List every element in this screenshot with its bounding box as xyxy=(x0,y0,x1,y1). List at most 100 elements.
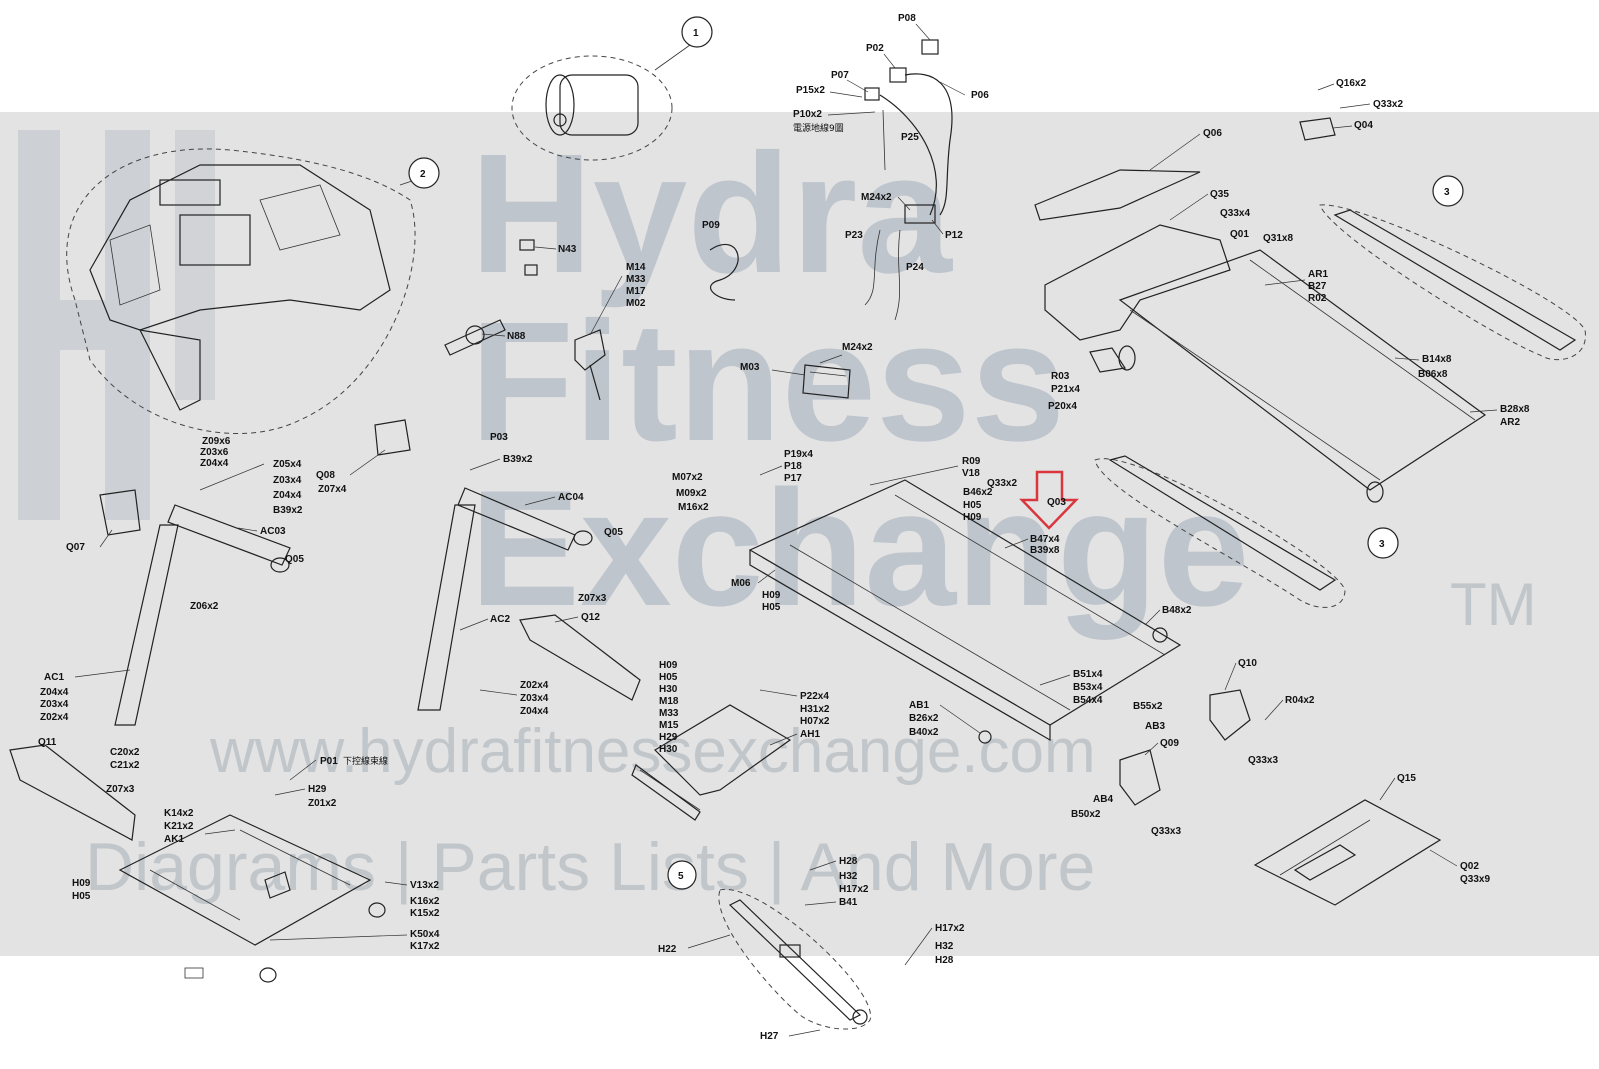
label-Q05-left: Q05 xyxy=(285,554,304,565)
side-rail-bottom xyxy=(1094,455,1346,608)
highlight-arrow xyxy=(1019,470,1079,530)
label-K50x4: K50x4 xyxy=(410,929,440,940)
label-Q10: Q10 xyxy=(1238,658,1257,669)
label-ground-note: 電源地線9圖 xyxy=(793,122,844,134)
label-H09-l: H09 xyxy=(72,878,91,889)
label-H30-b: H30 xyxy=(659,744,678,755)
label-Q31x8: Q31x8 xyxy=(1263,233,1293,244)
label-H28-b: H28 xyxy=(935,955,954,966)
label-B51x4: B51x4 xyxy=(1073,669,1103,680)
label-P03: P03 xyxy=(490,432,508,443)
watermark-logo xyxy=(18,130,215,520)
watermark-band xyxy=(0,112,1599,956)
motor-hood xyxy=(1034,169,1231,341)
label-H30-a: H30 xyxy=(659,684,678,695)
label-Z06x2: Z06x2 xyxy=(190,601,219,612)
label-AC03: AC03 xyxy=(260,526,286,537)
label-M02: M02 xyxy=(626,298,646,309)
label-Z04x4-l: Z04x4 xyxy=(40,687,69,698)
label-AK1: AK1 xyxy=(164,834,184,845)
label-P07: P07 xyxy=(831,70,849,81)
label-Q33x2-top: Q33x2 xyxy=(1373,99,1403,110)
label-P15x2: P15x2 xyxy=(796,85,825,96)
label-Q11: Q11 xyxy=(38,737,57,748)
label-Q02: Q02 xyxy=(1460,861,1479,872)
label-H09-c: H09 xyxy=(659,660,678,671)
svg-text:3: 3 xyxy=(1444,187,1450,198)
controller-board xyxy=(802,364,851,399)
label-H05-l: H05 xyxy=(72,891,91,902)
label-M15: M15 xyxy=(659,720,679,731)
label-H05-c: H05 xyxy=(659,672,678,683)
label-B46x2: B46x2 xyxy=(963,487,993,498)
label-P01-note: 下控線束線 xyxy=(343,755,388,767)
label-P22x4: P22x4 xyxy=(800,691,829,702)
label-Z04x4-b: Z04x4 xyxy=(273,490,302,501)
label-B27: B27 xyxy=(1308,281,1327,292)
main-base-frame xyxy=(748,479,1182,744)
label-AC1: AC1 xyxy=(44,672,64,683)
label-B39x8: B39x8 xyxy=(1030,545,1060,556)
label-Z02x4-mid: Z02x4 xyxy=(520,680,549,691)
label-Z07x3-mid: Z07x3 xyxy=(578,593,607,604)
label-H29: H29 xyxy=(659,732,678,743)
label-P12: P12 xyxy=(945,230,963,241)
label-Z03x4-mid: Z03x4 xyxy=(520,693,549,704)
label-AC2: AC2 xyxy=(490,614,510,625)
label-Z04x4-top: Z04x4 xyxy=(200,458,229,469)
label-AR2: AR2 xyxy=(1500,417,1520,428)
svg-text:3: 3 xyxy=(1379,539,1385,550)
watermark-trademark: TM xyxy=(1450,571,1537,638)
svg-text:1: 1 xyxy=(693,28,699,39)
label-Q09: Q09 xyxy=(1160,738,1179,749)
label-Z01x2: Z01x2 xyxy=(308,798,337,809)
label-R02: R02 xyxy=(1308,293,1327,304)
label-R09: R09 xyxy=(962,456,981,467)
label-B14x8: B14x8 xyxy=(1422,354,1452,365)
watermark-hydra: Hydra xyxy=(470,119,953,309)
label-P17: P17 xyxy=(784,473,802,484)
label-Q33x4: Q33x4 xyxy=(1220,208,1250,219)
label-AR1: AR1 xyxy=(1308,269,1328,280)
console-assembly xyxy=(66,148,416,434)
label-Q01: Q01 xyxy=(1230,229,1249,240)
watermark-fitness: Fitness xyxy=(470,287,1065,477)
label-H05: H05 xyxy=(963,500,982,511)
label-B53x4: B53x4 xyxy=(1073,682,1103,693)
label-P19x4: P19x4 xyxy=(784,449,813,460)
label-B39x2-left: B39x2 xyxy=(273,505,303,516)
motor-pan-q15 xyxy=(1253,799,1442,906)
motor-assembly xyxy=(511,44,691,161)
label-Q33x3-a: Q33x3 xyxy=(1248,755,1278,766)
label-C20x2: C20x2 xyxy=(110,747,140,758)
label-Q04: Q04 xyxy=(1354,120,1373,131)
label-P10x2: P10x2 xyxy=(793,109,822,120)
label-B06x8: B06x8 xyxy=(1418,369,1448,380)
label-H29-l: H29 xyxy=(308,784,327,795)
label-H28-a: H28 xyxy=(839,856,858,867)
label-P01: P01 xyxy=(320,756,338,767)
label-M06: M06 xyxy=(731,578,751,589)
label-Q08: Q08 xyxy=(316,470,335,481)
label-B54x4: B54x4 xyxy=(1073,695,1103,706)
label-V18: V18 xyxy=(962,468,980,479)
leader-lines xyxy=(74,23,1498,1037)
left-side-cover-q11 xyxy=(9,744,136,841)
callout-3-top: 3 xyxy=(1432,175,1464,207)
label-M03: M03 xyxy=(740,362,760,373)
label-Q33x2: Q33x2 xyxy=(987,478,1017,489)
label-K16x2: K16x2 xyxy=(410,896,440,907)
callout-1: 1 xyxy=(681,16,713,48)
label-H05-m: H05 xyxy=(762,602,781,613)
label-B26x2: B26x2 xyxy=(909,713,939,724)
label-H09: H09 xyxy=(963,512,982,523)
label-B40x2: B40x2 xyxy=(909,727,939,738)
label-M07x2: M07x2 xyxy=(672,472,703,483)
label-B47x4: B47x4 xyxy=(1030,534,1060,545)
label-M09x2: M09x2 xyxy=(676,488,707,499)
label-B50x2: B50x2 xyxy=(1071,809,1101,820)
label-B41: B41 xyxy=(839,897,858,908)
label-M24x2: M24x2 xyxy=(842,342,873,353)
label-K14x2: K14x2 xyxy=(164,808,194,819)
incline-frame-ah1 xyxy=(631,704,792,821)
